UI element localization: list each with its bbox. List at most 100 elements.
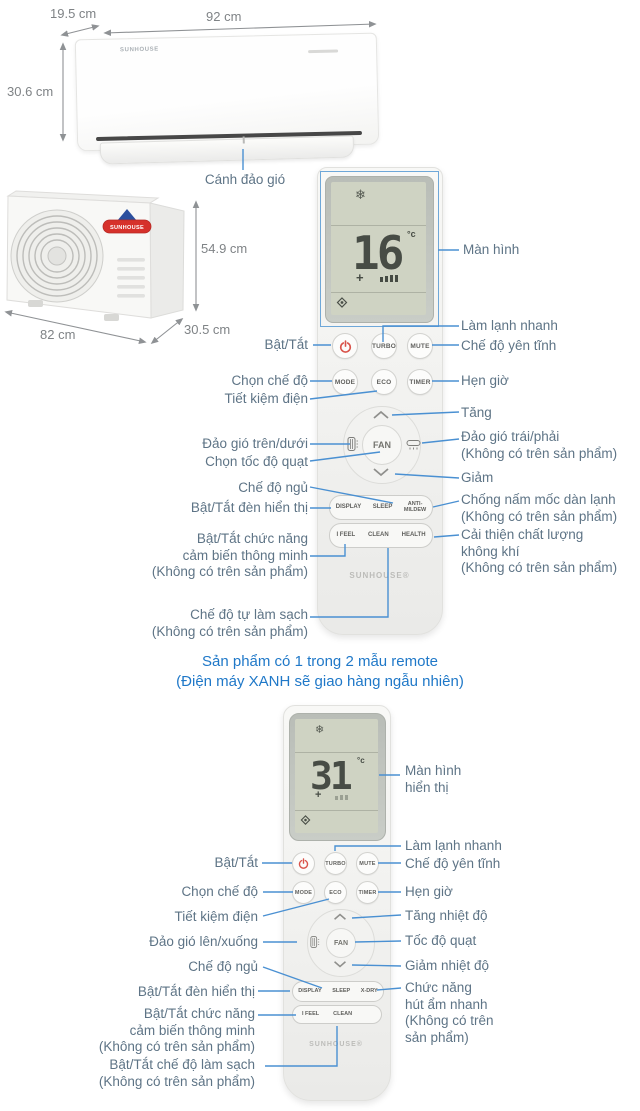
remote2-pill-row-1: DISPLAY SLEEP X-DRY bbox=[292, 981, 384, 1002]
dim-width-outdoor: 82 cm bbox=[40, 327, 76, 342]
remote2-clean-button: CLEAN bbox=[333, 1010, 353, 1017]
callout-eco-2: Tiết kiệm điện bbox=[174, 909, 258, 924]
snowflake-icon: ❄ bbox=[355, 187, 366, 202]
remote1-turbo-button: TURBO bbox=[371, 333, 397, 359]
indoor-unit: SUNHOUSE bbox=[74, 32, 380, 152]
callout-screen-2: Màn hình hiển thị bbox=[405, 763, 462, 795]
remote1-timer-button: TIMER bbox=[407, 369, 433, 395]
callout-swing-ud-1: Đảo gió trên/dưới bbox=[202, 436, 308, 451]
callout-swing-lr-1: Đảo gió trái/phải (Không có trên sản phẩ… bbox=[461, 429, 618, 461]
chevron-down-icon bbox=[334, 961, 346, 968]
callout-health-1: Cải thiện chất lượng không khí (Không có… bbox=[461, 527, 618, 575]
callout-power-2: Bật/Tắt bbox=[214, 855, 258, 870]
fan-speed-bars-icon bbox=[380, 275, 398, 282]
callout-clean-2: Bật/Tắt chế độ làm sạch (Không có trên s… bbox=[98, 1057, 255, 1089]
remote1-ifeel-button: I FEEL bbox=[336, 532, 356, 539]
outdoor-vents bbox=[117, 258, 145, 298]
callout-timer-1: Hẹn giờ bbox=[461, 373, 509, 388]
remote1-temp-display: 16 bbox=[352, 226, 404, 280]
dim-depth-indoor: 19.5 cm bbox=[50, 6, 97, 21]
remote1-temp-unit: °c bbox=[407, 229, 416, 239]
swing-vertical-icon bbox=[310, 936, 320, 948]
callout-sleep-2: Chế độ ngủ bbox=[188, 959, 258, 974]
callout-up-2: Tăng nhiệt độ bbox=[405, 908, 488, 923]
callout-anti-mildew-1: Chống nấm mốc dàn lạnh (Không có trên sả… bbox=[461, 492, 618, 524]
outdoor-unit-brand: SUNHOUSE bbox=[110, 225, 144, 231]
remote1-display-button: DISPLAY bbox=[335, 504, 362, 511]
flap-hinge bbox=[242, 136, 245, 144]
remote2-display-button: DISPLAY bbox=[298, 987, 322, 994]
dim-height-outdoor: 54.9 cm bbox=[201, 241, 248, 256]
callout-xdry-2: Chức năng hút ẩm nhanh (Không có trên sả… bbox=[405, 980, 494, 1045]
snowflake-icon: ❄ bbox=[315, 724, 325, 736]
chevron-up-icon bbox=[373, 410, 389, 419]
remote2-brand: SUNHOUSE® bbox=[309, 1041, 363, 1048]
sunhouse-logo: SUNHOUSE bbox=[102, 209, 152, 234]
callout-display-2: Bật/Tắt đèn hiển thị bbox=[137, 984, 255, 999]
callout-power-1: Bật/Tắt bbox=[264, 337, 308, 352]
indoor-unit-brand: SUNHOUSE bbox=[119, 46, 159, 54]
dim-width-indoor: 92 cm bbox=[206, 9, 242, 24]
remote1-mode-button: MODE bbox=[332, 369, 358, 395]
outdoor-foot bbox=[104, 314, 119, 321]
remote1-lcd: ❄ 16 °c + bbox=[331, 182, 426, 315]
random-remote-note: Sản phẩm có 1 trong 2 mẫu remote (Điện m… bbox=[20, 652, 620, 692]
indoor-unit-badge bbox=[308, 49, 339, 54]
fan-speed-bars-icon bbox=[335, 795, 348, 800]
swing-vertical-icon bbox=[347, 437, 358, 451]
outdoor-unit: SUNHOUSE bbox=[6, 190, 185, 321]
chevron-up-icon bbox=[334, 913, 346, 920]
remote2-turbo-button: TURBO bbox=[324, 852, 347, 875]
callout-swing-ud-2: Đảo gió lên/xuống bbox=[149, 934, 258, 949]
remote1-eco-button: ECO bbox=[371, 369, 397, 395]
outdoor-foot bbox=[28, 300, 43, 307]
flap-callout-label: Cánh đảo gió bbox=[204, 172, 286, 187]
remote2-sleep-button: SLEEP bbox=[332, 987, 351, 994]
callout-fan-2: Tốc độ quạt bbox=[405, 933, 477, 948]
callout-down-1: Giảm bbox=[461, 470, 494, 485]
remote1-power-button bbox=[332, 333, 358, 359]
callout-mute-1: Chế độ yên tĩnh bbox=[461, 338, 557, 353]
remote1-pill-row-2: I FEEL CLEAN HEALTH bbox=[329, 523, 433, 548]
callout-ifeel-1: Bật/Tắt chức năng cảm biến thông minh (K… bbox=[151, 531, 308, 579]
callout-fan-speed-1: Chọn tốc độ quạt bbox=[205, 454, 308, 469]
remote2-temp-display: 31 bbox=[310, 754, 353, 798]
remote2-power-button bbox=[292, 852, 315, 875]
note-line1: Sản phẩm có 1 trong 2 mẫu remote bbox=[202, 653, 438, 670]
remote2-lcd: ❄ 31 °c + bbox=[295, 719, 378, 833]
note-line2: (Điện máy XANH sẽ giao hàng ngẫu nhiên) bbox=[176, 673, 464, 690]
remote2-mute-button: MUTE bbox=[356, 852, 379, 875]
power-icon bbox=[339, 339, 351, 353]
remote2-eco-button: ECO bbox=[324, 881, 347, 904]
remote2-fan-button: FAN bbox=[326, 928, 356, 958]
swing-horizontal-icon bbox=[406, 440, 421, 450]
callout-down-2: Giảm nhiệt độ bbox=[405, 958, 490, 973]
callout-turbo-1: Làm lạnh nhanh bbox=[461, 318, 558, 333]
remote1-health-button: HEALTH bbox=[401, 532, 426, 539]
remote1-clean-button: CLEAN bbox=[368, 532, 389, 539]
remote1-screen-callout-box bbox=[320, 171, 439, 327]
remote1-anti-mildew-button: ANTI- MILDEW bbox=[403, 500, 427, 513]
callout-eco-1: Tiết kiệm điện bbox=[224, 391, 308, 406]
callout-mode-2: Chọn chế độ bbox=[181, 884, 258, 899]
callout-timer-2: Hẹn giờ bbox=[405, 884, 453, 899]
remote1-brand: SUNHOUSE® bbox=[349, 571, 410, 580]
callout-sleep-1: Chế độ ngủ bbox=[238, 480, 308, 495]
fan-grille-icon bbox=[10, 209, 104, 303]
remote2-temp-unit: °c bbox=[357, 756, 365, 765]
callout-ifeel-2: Bật/Tắt chức năng cảm biến thông minh (K… bbox=[98, 1006, 255, 1054]
dim-depth-outdoor: 30.5 cm bbox=[184, 322, 231, 337]
dim-height-indoor: 30.6 cm bbox=[7, 84, 54, 99]
callout-clean-1: Chế độ tự làm sạch (Không có trên sản ph… bbox=[151, 607, 308, 639]
light-icon bbox=[336, 297, 348, 308]
callout-up-1: Tăng bbox=[461, 405, 492, 420]
remote1-pill-row-1: DISPLAY SLEEP ANTI- MILDEW bbox=[329, 495, 433, 520]
light-icon bbox=[300, 815, 311, 825]
remote1-sleep-button: SLEEP bbox=[372, 504, 393, 511]
callout-display-1: Bật/Tắt đèn hiển thị bbox=[190, 500, 308, 515]
remote2-ifeel-button: I FEEL bbox=[302, 1010, 320, 1017]
callout-mode-1: Chọn chế độ bbox=[231, 373, 308, 388]
chevron-down-icon bbox=[373, 468, 389, 477]
remote1-fan-button: FAN bbox=[362, 425, 402, 465]
